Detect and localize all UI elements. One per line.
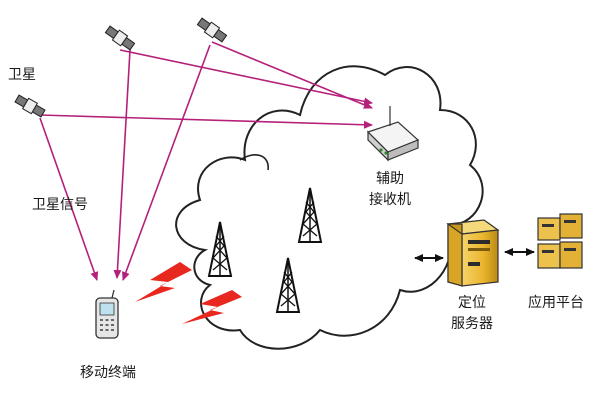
server-icon xyxy=(446,219,500,287)
satellite-label: 卫星 xyxy=(8,67,36,83)
satellite-icon xyxy=(14,94,46,118)
signal-line xyxy=(39,114,373,129)
signal-line xyxy=(122,44,211,281)
satellite-icon xyxy=(196,17,228,43)
wireless-lightning xyxy=(135,262,192,302)
tower-icon xyxy=(207,221,233,277)
mobile-terminal-label: 移动终端 xyxy=(80,365,136,381)
signal-line xyxy=(39,117,99,281)
satellite-signal-lines xyxy=(39,41,373,281)
cloud-inner-curve xyxy=(239,154,269,171)
receiver-icon xyxy=(366,106,420,162)
signal-line xyxy=(211,41,373,109)
application-platform-label: 应用平台 xyxy=(528,295,584,311)
location-server-label-line2: 服务器 xyxy=(451,316,493,332)
signal-line xyxy=(119,49,373,106)
signal-line xyxy=(113,49,131,279)
assist-receiver-label-line1: 辅助 xyxy=(376,171,404,187)
network-cloud xyxy=(175,65,484,350)
tower-icon xyxy=(297,187,323,243)
assist-receiver-label-line2: 接收机 xyxy=(369,192,411,208)
location-server-label-line1: 定位 xyxy=(458,295,486,311)
phone-icon xyxy=(95,289,119,339)
satellite-icon xyxy=(104,25,136,51)
satellite-signal-label: 卫星信号 xyxy=(32,197,88,213)
tower-icon xyxy=(275,257,301,313)
platform-icon xyxy=(537,213,583,269)
wireless-lightning xyxy=(182,290,242,324)
